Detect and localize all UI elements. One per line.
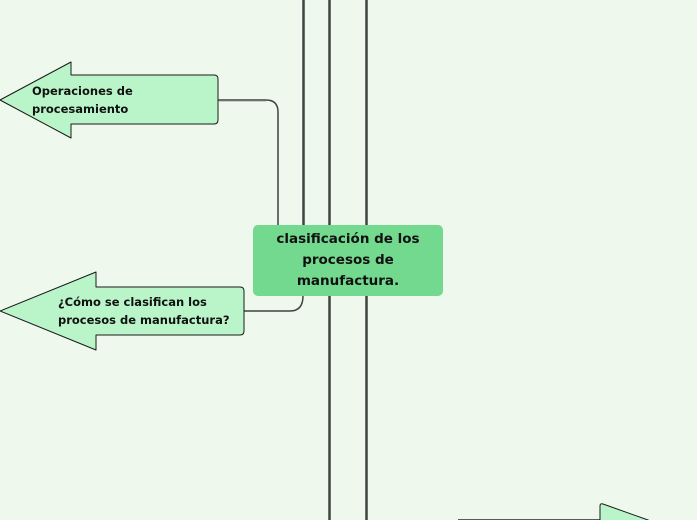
connector-branch-1 [218, 99, 279, 225]
subtopic-label-line-2: procesos de manufactura? [58, 313, 230, 327]
subtopic-label-line-1: Operaciones de [32, 84, 133, 98]
connector-branch-2 [244, 295, 304, 312]
subtopic-label-line-1: ¿Cómo se clasifican los [58, 295, 207, 309]
subtopic-operaciones-de-procesamiento[interactable]: Operaciones de procesamiento [32, 82, 133, 118]
central-topic-node[interactable]: clasificación de los procesos de manufac… [253, 225, 443, 296]
subtopic-como-se-clasifican[interactable]: ¿Cómo se clasifican los procesos de manu… [58, 293, 230, 329]
central-topic-label: clasificación de los procesos de manufac… [276, 231, 420, 289]
subtopic-label-line-2: procesamiento [32, 102, 129, 116]
